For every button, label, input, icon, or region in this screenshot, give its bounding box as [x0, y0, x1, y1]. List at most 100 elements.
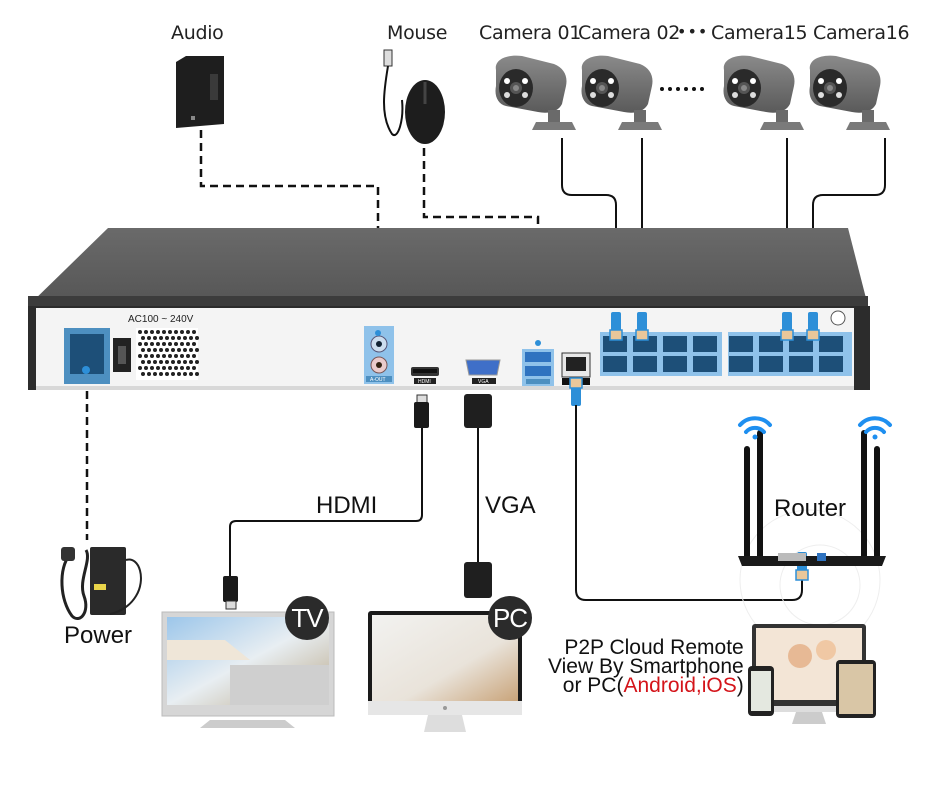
vent-hole: [192, 366, 196, 370]
poe-port: [693, 356, 717, 372]
vent-hole: [174, 330, 178, 334]
hdmi-port-label: HDMI: [418, 379, 431, 385]
vent-hole: [180, 330, 184, 334]
poe-port: [759, 356, 783, 372]
vent-hole: [189, 360, 193, 364]
vent-hole: [174, 342, 178, 346]
vent-hole: [195, 372, 199, 376]
pc-badge: PC: [488, 596, 532, 640]
vent-hole: [162, 330, 166, 334]
power-adapter-icon: [60, 547, 142, 620]
p2p-line-1: P2P Cloud Remote: [564, 636, 744, 659]
vent-hole: [165, 336, 169, 340]
vent-hole: [183, 336, 187, 340]
mouse-icon: [383, 49, 445, 144]
vent-hole: [186, 342, 190, 346]
vent-hole: [177, 372, 181, 376]
poe-port: [729, 336, 753, 352]
vent-hole: [171, 372, 175, 376]
vent-hole: [141, 348, 145, 352]
audio-label: Audio: [171, 22, 224, 44]
poe-port: [693, 336, 717, 352]
camera-dots: [660, 87, 704, 91]
vent-hole: [153, 348, 157, 352]
speaker-icon: [176, 56, 224, 128]
vent-hole: [162, 354, 166, 358]
wifi-icon-left: [738, 416, 772, 440]
vga-label: VGA: [485, 492, 536, 519]
camera-ellipsis: •••: [677, 22, 709, 41]
vent-hole: [153, 360, 157, 364]
vent-hole: [147, 372, 151, 376]
vent-hole: [147, 336, 151, 340]
vent-hole: [195, 336, 199, 340]
vent-hole: [165, 372, 169, 376]
vent-hole: [183, 348, 187, 352]
vent-hole: [165, 348, 169, 352]
poe-port: [603, 356, 627, 372]
vent-hole: [159, 360, 163, 364]
vent-hole: [159, 348, 163, 352]
vga-port: [465, 359, 501, 384]
camera-icon-01: [495, 55, 576, 130]
vent-hole: [192, 330, 196, 334]
poe-port: [633, 356, 657, 372]
lan-port: [561, 352, 591, 385]
lan-cable-plug: [569, 377, 583, 407]
router-label: Router: [774, 495, 847, 522]
vent-hole: [177, 360, 181, 364]
vent-hole: [171, 336, 175, 340]
mouse-label: Mouse: [387, 22, 448, 44]
router-cable: [575, 405, 803, 601]
platforms-highlight: Android,iOS: [623, 674, 737, 697]
vent-hole: [180, 366, 184, 370]
vent-hole: [150, 342, 154, 346]
vent-hole: [138, 354, 142, 358]
tv-icon: [161, 611, 335, 728]
vent-hole: [150, 330, 154, 334]
vent-hole: [156, 366, 160, 370]
camera-label-16: Camera16: [813, 22, 910, 44]
vent-hole: [159, 372, 163, 376]
vent-hole: [144, 366, 148, 370]
vent-hole: [153, 372, 157, 376]
vent-hole: [192, 354, 196, 358]
vent-hole: [138, 342, 142, 346]
vent-hole: [168, 342, 172, 346]
vent-hole: [141, 372, 145, 376]
power-spec-label: AC100 ~ 240V: [128, 314, 194, 325]
vent-hole: [177, 348, 181, 352]
audio-out-port: [364, 326, 394, 384]
vent-hole: [162, 342, 166, 346]
vent-hole: [162, 366, 166, 370]
poe-port: [759, 336, 783, 352]
vent-hole: [195, 348, 199, 352]
poe-port: [789, 356, 813, 372]
vent-hole: [147, 348, 151, 352]
poe-ports: [603, 336, 843, 372]
p2p-line-2: View By Smartphone: [548, 655, 744, 678]
vent-hole: [150, 354, 154, 358]
vent-hole: [168, 354, 172, 358]
vent-hole: [186, 354, 190, 358]
vga-cable: [464, 394, 492, 598]
usb-ports: [522, 340, 554, 386]
vent-hole: [156, 330, 160, 334]
vent-hole: [141, 336, 145, 340]
poe-port: [663, 356, 687, 372]
poe-port: [819, 336, 843, 352]
vent-hole: [141, 360, 145, 364]
vent-hole: [180, 342, 184, 346]
vent-hole: [144, 354, 148, 358]
remote-devices-icon: [748, 624, 876, 724]
vent-holes: [138, 330, 199, 376]
p2p-line-3-prefix: or PC(: [562, 674, 624, 697]
vent-hole: [144, 330, 148, 334]
p2p-line-3-suffix: ): [736, 674, 744, 697]
vent-hole: [183, 372, 187, 376]
power-inlet: [64, 328, 131, 384]
vent-hole: [171, 348, 175, 352]
hdmi-cable: [223, 394, 429, 610]
poe-port: [663, 336, 687, 352]
vent-hole: [147, 360, 151, 364]
